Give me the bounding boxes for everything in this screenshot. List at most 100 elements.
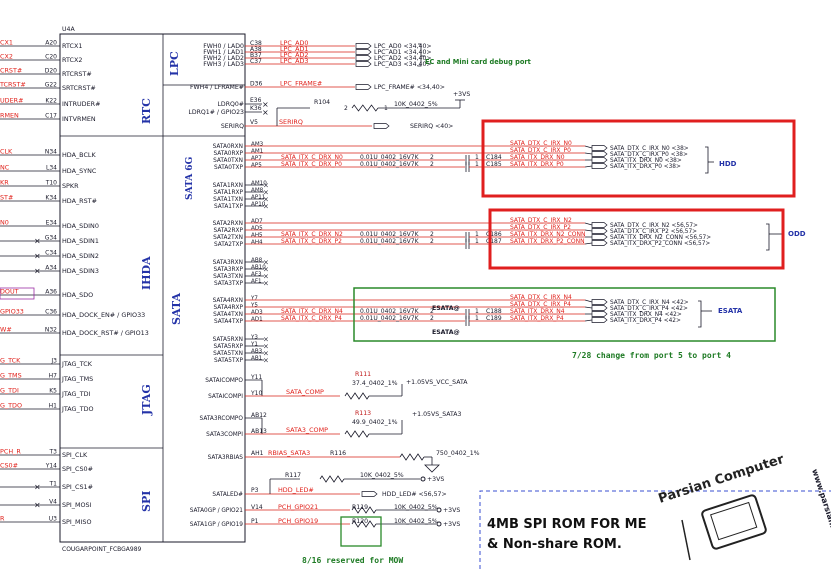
rail-label: +3VS xyxy=(443,521,460,528)
resistor-value: 10K_0402_5% xyxy=(394,518,438,525)
ball-number: G34 xyxy=(45,235,57,242)
net-label: LPC_AD2 xyxy=(280,51,308,59)
pin-number: 2 xyxy=(430,315,434,322)
pin-name: HDA_DOCK_RST# / GPIO13 xyxy=(62,329,149,337)
no-connect-icon: × xyxy=(263,280,269,288)
net-label: CS0# xyxy=(0,462,18,470)
sata-pin-name: SATA3TXN xyxy=(213,274,243,280)
net-label: DOUT xyxy=(0,288,19,296)
ball-number: AD5 xyxy=(251,226,263,232)
net-label: SATA_ITX_C_DRX_P0 xyxy=(281,161,342,168)
hdd-label: HDD xyxy=(719,160,737,168)
chip-ref: U4A xyxy=(62,26,75,33)
net-label: SATA_DTX_C_IRX_N2 xyxy=(510,217,572,224)
ball-number: K36 xyxy=(250,105,262,112)
pin-number: 2 xyxy=(344,105,348,112)
lpc-port-arrow xyxy=(355,49,372,55)
resistor-ref: R119 xyxy=(352,504,368,511)
chip-part: COUGARPOINT_FCBGA989 xyxy=(62,546,142,553)
cap-value: 0.01U_0402_16V7K xyxy=(360,308,420,315)
sata-pin-name: SATA5TXP xyxy=(214,358,244,364)
sata-pin-name: SATA0TXP xyxy=(214,165,244,171)
screen-icon xyxy=(710,501,758,541)
fanout-wire xyxy=(584,319,593,322)
pin-name: HDA_SDIN3 xyxy=(62,267,99,275)
pin-number: 1 xyxy=(475,238,479,245)
net-label: G_TDI xyxy=(0,387,19,395)
port-label: SATA_ITX_DRX_P2_CONN <56,57> xyxy=(610,241,710,247)
no-connect-icon: × xyxy=(34,483,41,492)
serirq-pin-name: SERIRQ xyxy=(221,123,244,130)
net-label: LPC_FRAME# xyxy=(280,80,322,88)
led-pin-name: SATALED# xyxy=(212,492,243,498)
ball-number: C36 xyxy=(45,309,57,316)
pin-name: SPI_CS0# xyxy=(62,465,93,473)
ball-number: Y3 xyxy=(250,335,258,341)
cap-ref: C184 xyxy=(486,154,502,161)
net-label: W# xyxy=(0,326,12,334)
ground-icon xyxy=(424,464,440,473)
ball-number: L34 xyxy=(46,165,57,172)
fanout-wire xyxy=(584,222,593,226)
net-label: KR xyxy=(0,179,9,187)
r116-symbol xyxy=(399,453,425,461)
net-label: SATA_ITX_DRX_P2_CONN xyxy=(510,238,585,245)
esata-port-arrow xyxy=(591,311,608,317)
ball-number: T3 xyxy=(49,449,58,456)
cap-ref: C187 xyxy=(486,238,502,245)
pin-name: JTAG_TDO xyxy=(61,405,94,413)
ball-number: H1 xyxy=(49,403,58,410)
port-label: LPC_AD3 <34,40> xyxy=(374,61,432,68)
lpc-port-arrow xyxy=(355,55,372,61)
no-connect-icon: × xyxy=(263,350,269,358)
ball-number: H7 xyxy=(49,373,58,380)
r116-value: 750_0402_1% xyxy=(436,450,480,457)
ball-number: Y5 xyxy=(250,303,258,309)
sata-pin-name: SATA0RXN xyxy=(213,144,243,150)
port-label: SATA_DTX_C_IRX_N2 <56,57> xyxy=(610,223,698,229)
ball-number: AD3 xyxy=(251,310,263,316)
net-label: SATA_ITX_DRX_N4 xyxy=(510,308,565,315)
pin-number: 1 xyxy=(475,154,479,161)
net-label: SATA_DTX_C_IRX_N0 xyxy=(510,140,572,147)
bus-bracket xyxy=(418,43,422,67)
rail-label: +3VS xyxy=(453,91,470,98)
pin-name: RTCRST# xyxy=(62,70,92,78)
net-label: LPC_AD0 xyxy=(280,39,308,47)
pin-name: SPI_MISO xyxy=(62,518,91,526)
pin-name: JTAG_TCK xyxy=(61,360,93,368)
hdd-bracket xyxy=(705,146,709,174)
gpio19-pin-name: SATA1GP / GPIO19 xyxy=(190,522,244,528)
no-connect-icon: × xyxy=(263,196,269,204)
block-label-sata: SATA xyxy=(170,293,183,325)
serirq-port-arrow xyxy=(373,123,390,129)
ball-number: C20 xyxy=(45,54,57,61)
hdd-port-arrow xyxy=(591,163,608,169)
port-label: SATA_DTX_C_IRX_P4 <42> xyxy=(610,306,688,312)
net-label: SERIRQ xyxy=(279,118,303,126)
net-label: UDER# xyxy=(0,97,23,105)
sata-pin-name: SATA2TXP xyxy=(214,242,244,248)
ball-number: Y1 xyxy=(250,342,258,348)
sata-pin-name: SATA5RXN xyxy=(213,337,243,343)
fanout-wire xyxy=(584,152,593,155)
ball-number: A38 xyxy=(250,46,262,53)
watermark-logo: Parsian Computer www.parsianit.ir xyxy=(657,452,831,561)
watermark-brand: Parsian Computer xyxy=(657,452,787,507)
gpio21-pin-name: SATA0GP / GPIO21 xyxy=(190,508,244,514)
lpc-port-arrow xyxy=(355,61,372,67)
net-label: N0 xyxy=(0,219,9,227)
net-label: SATA_ITX_C_DRX_N4 xyxy=(281,308,343,315)
lpc-pin-name: FWH1 / LAD1 xyxy=(203,49,244,56)
port-label: SATA_DTX_C_IRX_P2 <56,57> xyxy=(610,229,697,235)
net-label: PCH_R xyxy=(0,448,21,456)
pin-number: 2 xyxy=(430,238,434,245)
ball-number: Y10 xyxy=(250,390,262,397)
ball-number: C38 xyxy=(250,40,262,47)
net-label: SATA_ITX_C_DRX_P4 xyxy=(281,315,342,322)
lpc-port-arrow xyxy=(355,43,372,49)
odd-port-arrow xyxy=(591,222,608,228)
esata-port-arrow xyxy=(591,317,608,323)
ball-number: A34 xyxy=(45,265,57,272)
